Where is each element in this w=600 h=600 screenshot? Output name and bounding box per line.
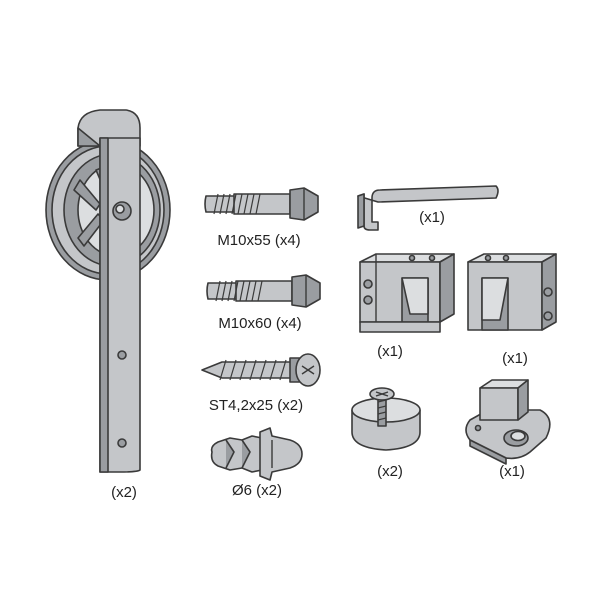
hex-bolt-m10x60-icon	[206, 274, 321, 308]
screw-st42-label: ST4,2x25 (x2)	[208, 397, 304, 414]
anchor-6-label: Ø6 (x2)	[231, 482, 283, 499]
track-stop-left-icon	[359, 253, 455, 333]
allen-key-icon	[357, 185, 499, 231]
track-stop-left-qty: (x1)	[377, 343, 403, 360]
door-stopper-icon	[351, 387, 421, 451]
bolt-m10x60-label: M10x60 (x4)	[218, 315, 302, 332]
bolt-m10x55-label: M10x55 (x4)	[217, 232, 301, 249]
track-stop-right-qty: (x1)	[502, 350, 528, 367]
wall-anchor-icon	[210, 427, 303, 481]
floor-guide-qty: (x1)	[499, 463, 525, 480]
wood-screw-icon	[201, 353, 321, 387]
door-stopper-qty: (x2)	[377, 463, 403, 480]
hex-bolt-m10x55-icon	[204, 187, 319, 221]
hex-key-qty: (x1)	[419, 209, 445, 226]
barn-door-wheel-hanger-icon	[45, 109, 171, 473]
track-stop-right-icon	[467, 253, 557, 331]
wheel-hanger-qty: (x2)	[111, 484, 137, 501]
floor-guide-icon	[465, 379, 551, 465]
